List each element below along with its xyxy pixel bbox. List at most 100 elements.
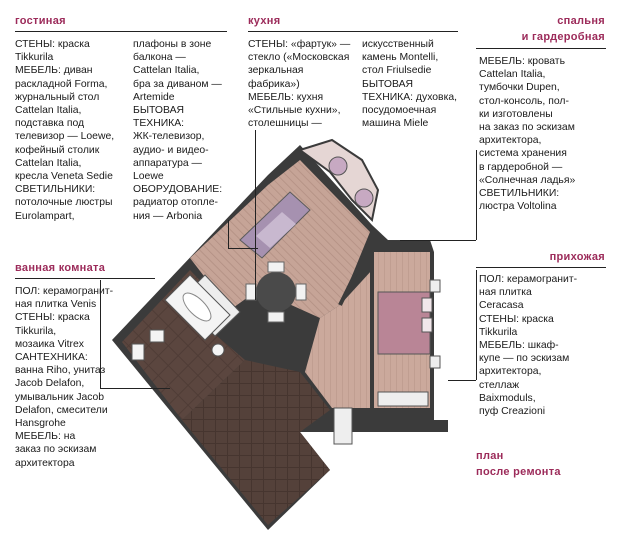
hallway-line: Baixmoduls, bbox=[479, 392, 536, 404]
bedroom-line: система хранения bbox=[479, 148, 567, 160]
bedroom-heading-1: спальня bbox=[557, 15, 605, 27]
leader-living-1 bbox=[228, 220, 229, 248]
kitchen-line: БЫТОВАЯ bbox=[362, 78, 413, 90]
bathroom-line: САНТЕХНИКА: bbox=[15, 352, 88, 364]
hall-tile-floor bbox=[182, 360, 330, 525]
living-room-line: раскладной Forma, bbox=[15, 78, 108, 90]
pillow-1 bbox=[421, 297, 433, 313]
hallway-line: СТЕНЫ: краска bbox=[479, 313, 554, 325]
living-room-line: МЕБЕЛЬ: диван bbox=[15, 65, 93, 77]
living-room-line: бра за диваном — bbox=[133, 78, 222, 90]
living-room-line: телевизор — Loewe, bbox=[15, 131, 115, 143]
bedroom-line: тумбочки Dupen, bbox=[479, 82, 560, 94]
pillow-2 bbox=[421, 317, 433, 333]
hallway-line: Ceracasa bbox=[479, 300, 524, 312]
bathroom-line: Hansgrohe bbox=[15, 418, 66, 430]
bathroom-line: мозаика Vitrex bbox=[15, 338, 84, 350]
living-room-line: ОБОРУДОВАНИЕ: bbox=[133, 184, 223, 196]
living-room-line: Cattelan Italia, bbox=[133, 65, 200, 77]
wardrobe bbox=[377, 391, 429, 407]
bathtub-basin bbox=[182, 292, 212, 322]
bedroom-rule bbox=[476, 48, 606, 49]
bathroom-line: Jacob Delafon, bbox=[15, 378, 85, 390]
hallway-line: стеллаж bbox=[479, 379, 520, 391]
sofa-cushion bbox=[256, 212, 296, 248]
kitchen-line: искусственный bbox=[362, 39, 434, 50]
living-room-line: ТЕХНИКА: bbox=[133, 118, 185, 130]
living-room-line: потолочные люстры bbox=[15, 197, 113, 209]
sink bbox=[149, 329, 165, 343]
living-room-line: подставка под bbox=[15, 118, 85, 130]
bathroom-line: МЕБЕЛЬ: на bbox=[15, 431, 76, 443]
living-room-line: Cattelan Italia, bbox=[15, 157, 82, 169]
dining-chair-4 bbox=[295, 283, 307, 301]
hallway-line: ПОЛ: керамогранит- bbox=[479, 274, 578, 285]
living-room-line: Eurolampart, bbox=[15, 210, 75, 222]
kitchen-line: «Стильные кухни», bbox=[248, 105, 341, 117]
living-room-line: аппаратура — bbox=[133, 157, 202, 169]
bedroom-line: люстра Voltolina bbox=[479, 201, 557, 213]
hallway-heading: прихожая bbox=[549, 251, 605, 263]
living-room-line: ния — Arbonia bbox=[133, 210, 203, 222]
living-room-line: ЖК-телевизор, bbox=[133, 131, 205, 143]
kitchen-line: машина Miele bbox=[362, 118, 429, 130]
kitchen-line: МЕБЕЛЬ: кухня bbox=[248, 91, 324, 103]
toilet bbox=[131, 343, 145, 361]
leader-kitchen bbox=[255, 130, 256, 300]
living-room-line: Artemide bbox=[133, 91, 175, 103]
kitchen-rule bbox=[248, 31, 458, 32]
living-room-line: Tikkurila bbox=[15, 52, 54, 64]
bed bbox=[377, 291, 431, 355]
plan-caption-2: после ремонта bbox=[476, 466, 561, 478]
kitchen-line: столешницы — bbox=[248, 118, 322, 130]
kitchen-line: стекло («Московская bbox=[248, 52, 350, 64]
kitchen-line: зеркальная bbox=[248, 65, 304, 77]
bedroom-line: Cattelan Italia, bbox=[479, 69, 546, 81]
hallway-line: архитектора, bbox=[479, 366, 542, 378]
nightstand-1 bbox=[429, 279, 441, 293]
leader-hall-1 bbox=[448, 380, 476, 381]
balcony-chair-2 bbox=[354, 188, 374, 208]
bedroom-line: стол-консоль, пол- bbox=[479, 95, 569, 107]
nightstand-2 bbox=[429, 355, 441, 369]
leader-bath-1 bbox=[100, 388, 170, 389]
bedroom-line: на заказ по эскизам bbox=[479, 122, 575, 134]
plan-caption-1: план bbox=[476, 450, 504, 462]
leader-bath-2 bbox=[100, 280, 101, 388]
hallway-line: МЕБЕЛЬ: шкаф- bbox=[479, 340, 559, 352]
living-room-line: балкона — bbox=[133, 52, 186, 64]
bedroom-line: СВЕТИЛЬНИКИ: bbox=[479, 188, 560, 200]
kitchen-line: посудомоечная bbox=[362, 105, 437, 117]
bedroom-heading-2: и гардеробная bbox=[521, 31, 605, 43]
interior-wall bbox=[338, 239, 374, 306]
living-room-line: кофейный столик bbox=[15, 144, 100, 156]
kitchen-heading: кухня bbox=[248, 15, 281, 27]
leader-hall-2 bbox=[476, 270, 477, 380]
kitchen-line: стол Friulsedie bbox=[362, 65, 432, 77]
bedroom-line: архитектора, bbox=[479, 135, 542, 147]
living-room-line: СТЕНЫ: краска bbox=[15, 39, 90, 50]
leader-bedroom-1 bbox=[400, 240, 476, 241]
hallway-line: ная плитка bbox=[479, 287, 532, 299]
bathroom-line: архитектора bbox=[15, 457, 75, 469]
bathroom-line: ная плитка Venis bbox=[15, 299, 97, 311]
dining-chair-3 bbox=[245, 283, 257, 301]
living-room-line: БЫТОВАЯ bbox=[133, 105, 184, 117]
kitchen-line: ТЕХНИКА: духовка, bbox=[362, 91, 458, 103]
bedroom-line: ки изготовлены bbox=[479, 108, 553, 120]
hallway-line: пуф Creazioni bbox=[479, 406, 546, 418]
dining-chair-2 bbox=[267, 311, 285, 323]
living-room-line: кресла Veneta Sedie bbox=[15, 171, 113, 183]
living-room-line: журнальный стол bbox=[15, 91, 100, 103]
bathroom-line: заказ по эскизам bbox=[15, 444, 97, 456]
kitchen-line: фабрика») bbox=[248, 78, 300, 90]
hallway-floor bbox=[305, 270, 372, 408]
bedroom-line: МЕБЕЛЬ: кровать bbox=[479, 56, 565, 67]
dining-table bbox=[256, 272, 296, 312]
leader-living-2 bbox=[228, 248, 258, 249]
